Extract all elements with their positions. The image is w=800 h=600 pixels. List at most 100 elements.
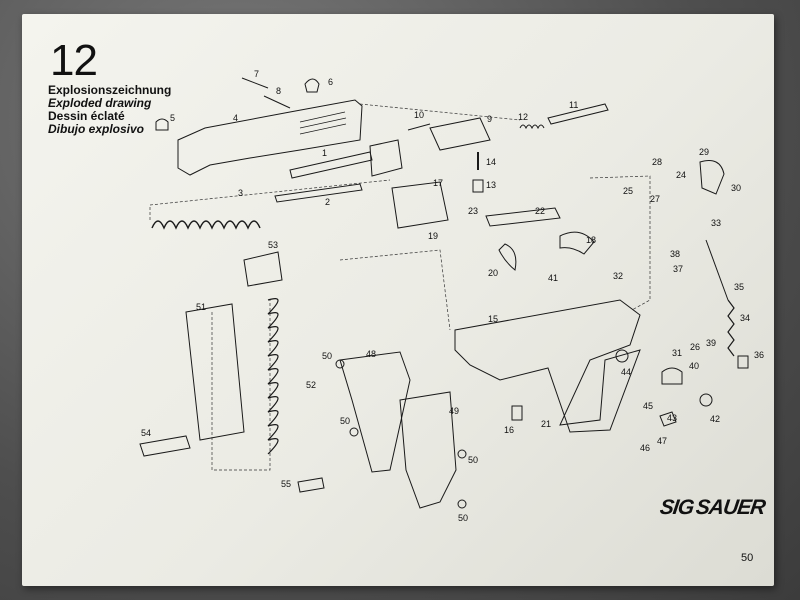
logo-sig: SIG (658, 496, 695, 519)
part-label-45: 45 (643, 401, 653, 411)
part-6 (304, 78, 320, 93)
part-label-10: 10 (414, 110, 424, 120)
insert-55 (297, 477, 325, 493)
part-16 (511, 405, 523, 421)
logo-sauer: SAUER (694, 496, 767, 519)
part-40 (661, 367, 683, 385)
magazine-outline (185, 303, 245, 441)
part-label-50c: 50 (468, 455, 478, 465)
part-label-23: 23 (468, 206, 478, 216)
leader-frame-left (339, 249, 451, 331)
recoil-spring (151, 220, 261, 230)
sig-sauer-logo: SIGSAUER (658, 496, 767, 520)
part-label-14: 14 (486, 157, 496, 167)
title-german: Explosionszeichnung (48, 83, 172, 97)
manual-page (22, 14, 774, 586)
part-label-24: 24 (676, 170, 686, 180)
part-label-31: 31 (672, 348, 682, 358)
spring-12 (519, 124, 545, 130)
part-label-54: 54 (141, 428, 151, 438)
screw-50a (335, 359, 345, 369)
follower (243, 251, 283, 287)
part-label-20: 20 (488, 268, 498, 278)
part-label-49: 49 (449, 406, 459, 416)
part-label-21: 21 (541, 419, 551, 429)
part-label-47: 47 (657, 436, 667, 446)
leader-magazine (211, 300, 271, 471)
page-number: 50 (741, 552, 754, 564)
part-label-29: 29 (699, 147, 709, 157)
title-english: Exploded drawing (48, 96, 152, 110)
leader-slide-spring (149, 179, 391, 220)
part-label-51: 51 (196, 302, 206, 312)
part-label-15: 15 (488, 314, 498, 324)
part-label-50a: 50 (322, 351, 332, 361)
part-label-43: 43 (667, 413, 677, 423)
magazine-spring (267, 298, 279, 455)
breech-block (429, 117, 491, 151)
part-label-18: 18 (586, 235, 596, 245)
part-17 (391, 181, 449, 229)
part-label-32: 32 (613, 271, 623, 281)
part-label-50b: 50 (340, 416, 350, 426)
frame-outline (454, 299, 641, 433)
part-label-27: 27 (650, 194, 660, 204)
part-label-22: 22 (535, 206, 545, 216)
part-label-39: 39 (706, 338, 716, 348)
part-label-1: 1 (322, 148, 327, 158)
guide-rod-outline (274, 183, 363, 203)
part-label-19: 19 (428, 231, 438, 241)
part-label-7: 7 (254, 69, 259, 79)
part-label-52: 52 (306, 380, 316, 390)
part-label-25: 25 (623, 186, 633, 196)
screw-50b (349, 427, 359, 437)
part-label-46: 46 (640, 443, 650, 453)
grip-plate-48 (339, 351, 411, 473)
mainspring (727, 299, 735, 357)
part-label-26: 26 (690, 342, 700, 352)
pin-7 (241, 77, 269, 89)
part-label-34: 34 (740, 313, 750, 323)
part-label-42: 42 (710, 414, 720, 424)
part-43 (659, 411, 677, 427)
trigger-bar (485, 207, 561, 227)
title-block: Explosionszeichnung Exploded drawing Des… (48, 84, 171, 136)
part-number-labels: 1 2 3 4 5 6 7 8 9 10 11 12 13 14 15 16 1… (141, 69, 764, 523)
barrel-outline (289, 139, 403, 179)
part-label-17: 17 (433, 178, 443, 188)
part-label-9: 9 (487, 114, 492, 124)
screw-50c (457, 449, 467, 459)
part-label-55: 55 (281, 479, 291, 489)
part-36 (737, 355, 749, 369)
trigger (498, 243, 517, 271)
part-label-16: 16 (504, 425, 514, 435)
part-label-13: 13 (486, 180, 496, 190)
part-label-50d: 50 (458, 513, 468, 523)
part-label-53: 53 (268, 240, 278, 250)
part-label-2: 2 (325, 197, 330, 207)
hammer (559, 231, 595, 255)
part-5 (155, 118, 169, 131)
leader-top (359, 103, 521, 121)
floor-plate (139, 435, 191, 457)
part-label-8: 8 (276, 86, 281, 96)
part-42 (699, 393, 713, 407)
part-13 (472, 179, 484, 193)
assembly-leader-lines (149, 103, 651, 471)
chapter-number: 12 (50, 36, 98, 85)
pin-10 (407, 123, 431, 131)
part-label-11: 11 (569, 100, 578, 110)
part-label-4: 4 (233, 113, 238, 123)
part-label-38: 38 (670, 249, 680, 259)
part-44 (615, 349, 629, 363)
slide-serrations (299, 111, 347, 135)
part-label-3: 3 (238, 188, 243, 198)
part-label-35: 35 (734, 282, 744, 292)
part-label-28: 28 (652, 157, 662, 167)
grip-49 (399, 391, 457, 509)
screw-50d (457, 499, 467, 509)
part-label-36: 36 (754, 350, 764, 360)
part-label-40: 40 (689, 361, 699, 371)
pin-8 (263, 95, 291, 109)
